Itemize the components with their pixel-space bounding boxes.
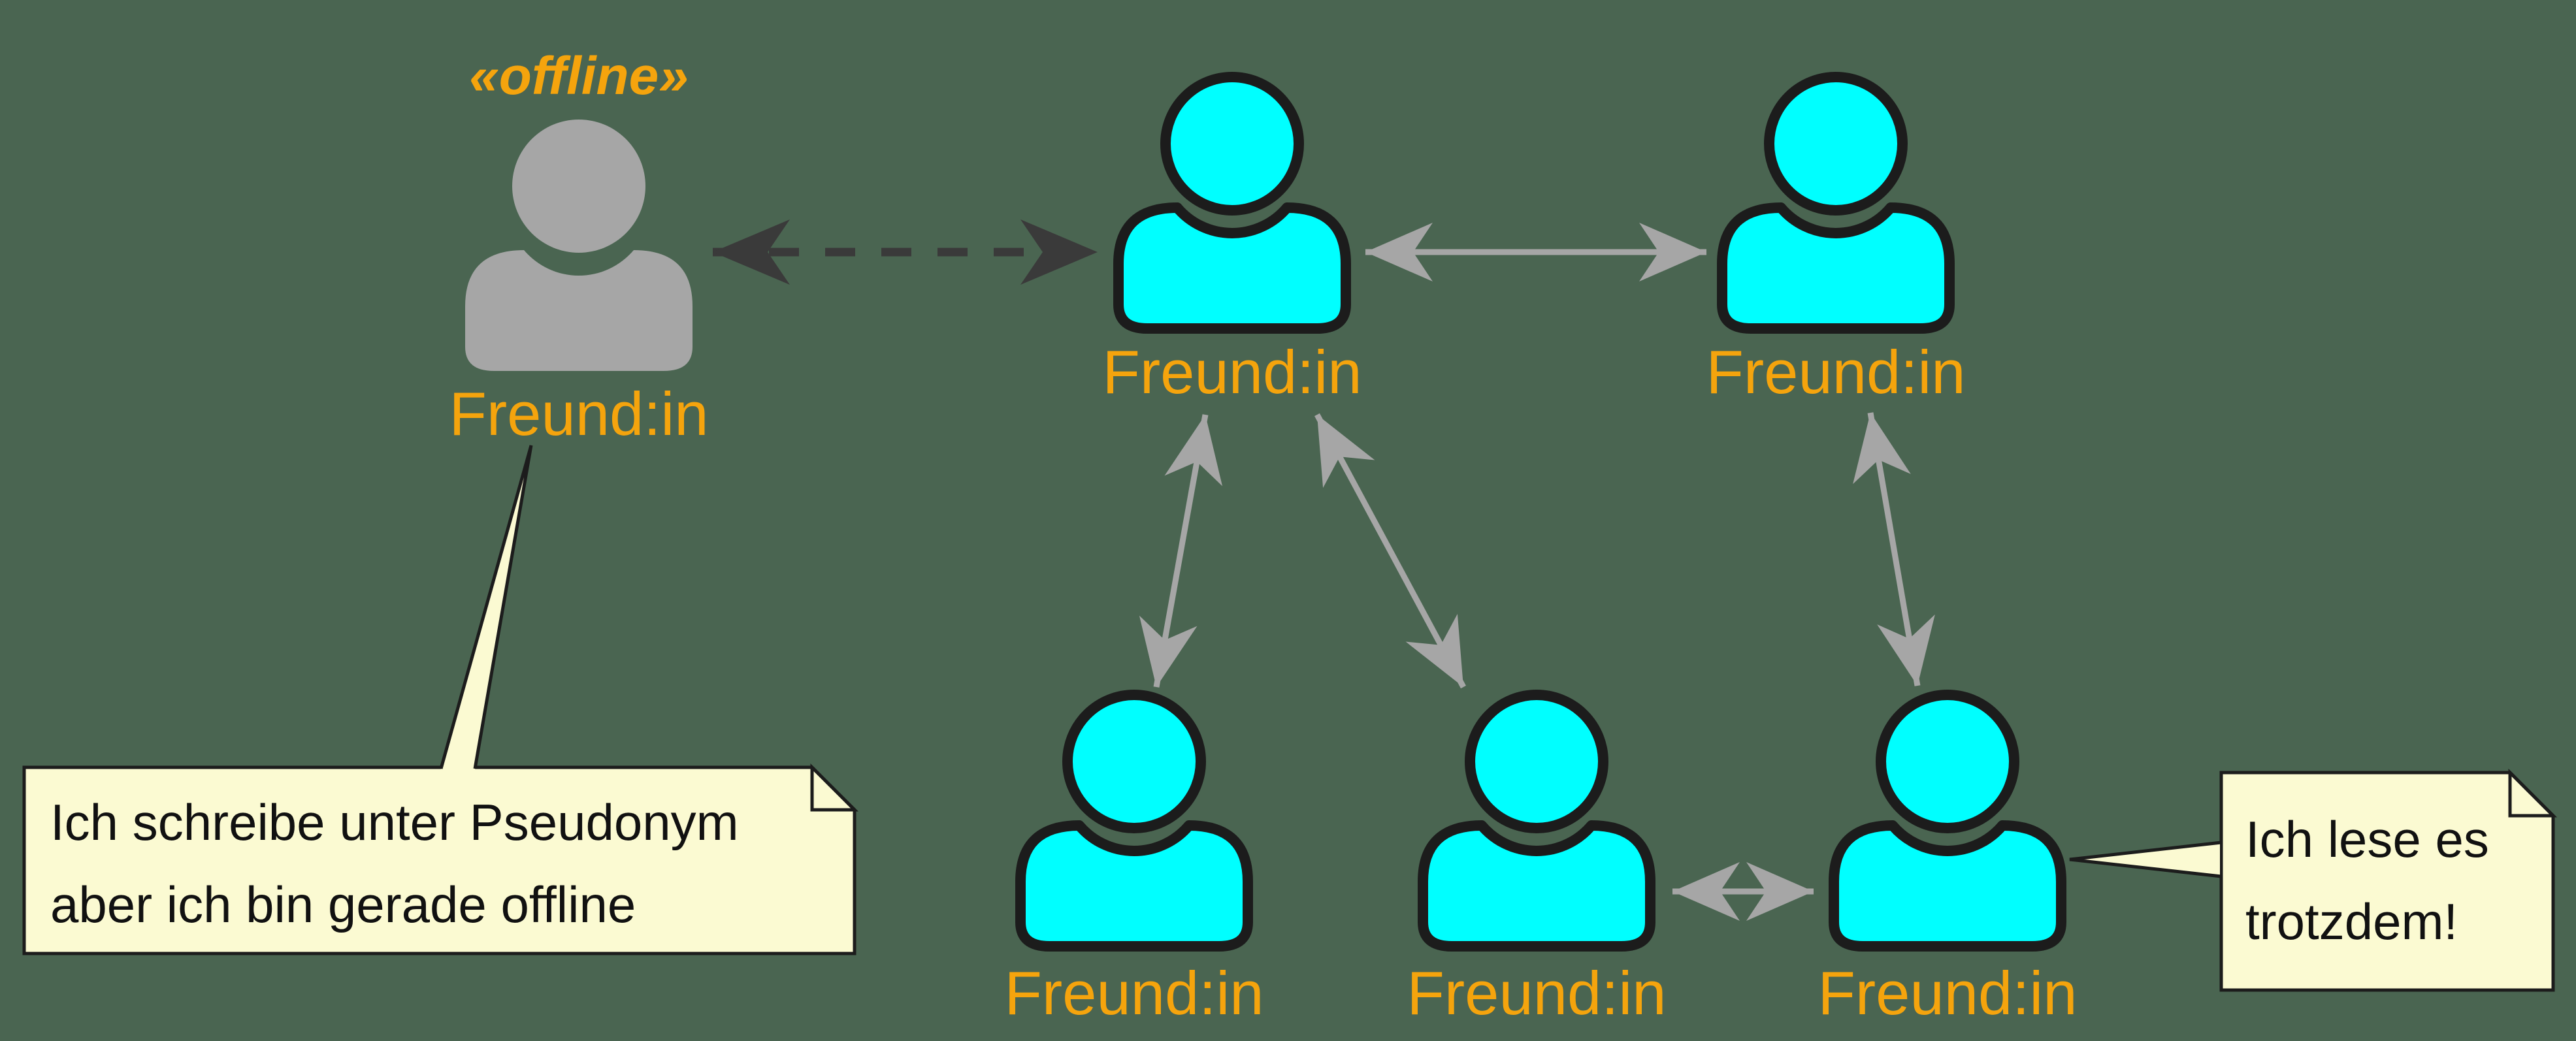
actor-label-friend-bottom-left: Freund:in: [1004, 959, 1264, 1027]
actor-label-friend-top-right: Freund:in: [1706, 338, 1966, 406]
note-right-tail-outline: [2069, 841, 2222, 878]
note-right-tail: [2070, 842, 2220, 876]
note-right-fold-icon: [2508, 768, 2558, 818]
actor-label-offline-friend: Freund:in: [449, 379, 709, 448]
note-right-line-1: Ich lese es: [2245, 810, 2489, 868]
note-right-text: Ich lese es trotzdem!: [2245, 798, 2489, 963]
note-left-line-1: Ich schreibe unter Pseudonym: [50, 793, 739, 851]
arrow-top-right-bottom-right: [1853, 412, 1935, 686]
person-icon-friend-top-middle: [1118, 77, 1346, 328]
person-icon-friend-bottom-left: [1020, 695, 1248, 946]
person-icon-friend-top-right: [1722, 77, 1949, 328]
note-left-tail-outline: [439, 445, 533, 769]
note-left-body: [22, 765, 856, 955]
person-icon-friend-bottom-middle: [1423, 695, 1650, 946]
note-left-line-2: aber ich bin gerade offline: [50, 876, 636, 933]
stereotype-offline: «offline»: [469, 46, 689, 106]
note-left-text: Ich schreibe unter Pseudonym aber ich bi…: [50, 781, 739, 946]
note-right-body: [2219, 771, 2555, 992]
arrow-top-middle-bottom-middle: [1314, 413, 1466, 689]
person-icon-friend-bottom-right: [1834, 695, 2061, 946]
note-left-fold-icon: [810, 763, 859, 812]
actor-label-friend-bottom-middle: Freund:in: [1407, 959, 1667, 1027]
person-icon-offline-friend: [465, 120, 693, 371]
actor-label-friend-bottom-right: Freund:in: [1818, 959, 2078, 1027]
note-right-line-2: trotzdem!: [2245, 893, 2458, 950]
actor-label-friend-top-middle: Freund:in: [1102, 338, 1362, 406]
arrow-top-middle-bottom-left: [1139, 414, 1223, 688]
